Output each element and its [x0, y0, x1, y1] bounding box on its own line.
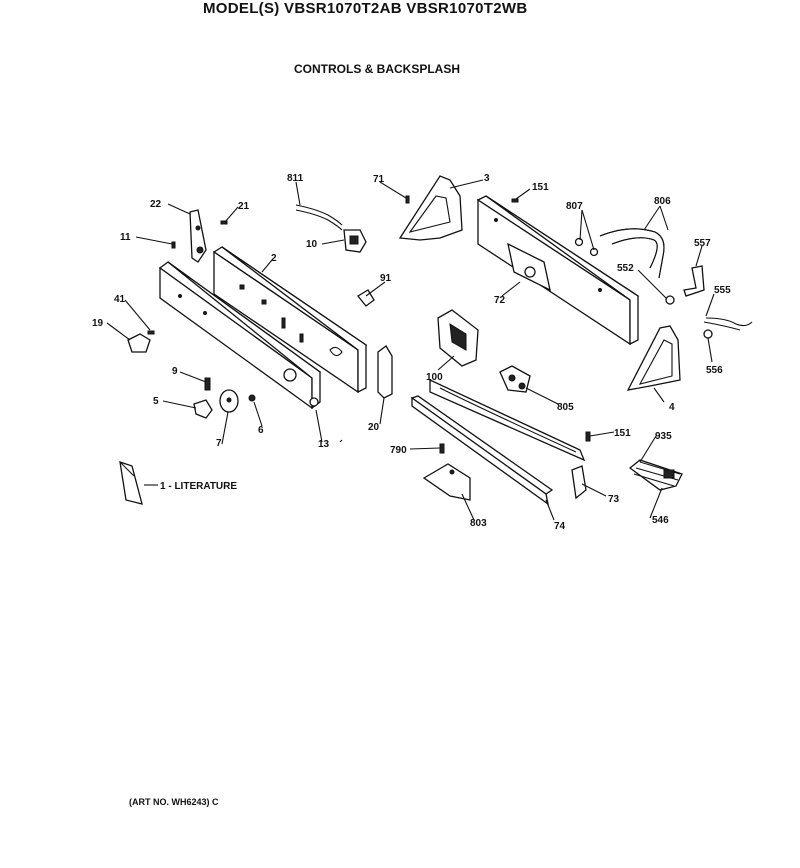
grommet-807: [574, 237, 584, 247]
backsplash-front-panel: [158, 261, 322, 410]
label-13: 13: [318, 439, 330, 450]
label-555: 555: [714, 285, 731, 296]
label-72: 72: [494, 295, 506, 306]
end-cap-4: [626, 325, 681, 391]
label-2: 2: [271, 253, 277, 264]
rear-panel-72: [476, 195, 640, 346]
label-5: 5: [153, 396, 159, 407]
label-11: 11: [120, 232, 131, 243]
label-3: 3: [484, 173, 490, 184]
label-73: 73: [608, 494, 620, 505]
screw-21: [220, 220, 228, 225]
page-subtitle: CONTROLS & BACKSPLASH: [294, 62, 461, 76]
lower-panel-74: [410, 378, 586, 506]
label-71: 71: [373, 174, 385, 185]
label-552: 552: [617, 263, 634, 274]
screw-790: [439, 443, 445, 454]
leader-lines: [106, 179, 715, 521]
label-41: 41: [114, 294, 126, 305]
label-151-upper: 151: [532, 182, 549, 193]
harness-935: [628, 459, 683, 491]
support-20: [377, 345, 393, 399]
label-557: 557: [694, 238, 711, 249]
label-20: 20: [368, 422, 380, 433]
art-number: (ART NO. WH6243) C: [129, 797, 219, 807]
dial-7: [219, 389, 239, 413]
spring-9: [204, 377, 211, 391]
wire-555: [705, 317, 753, 327]
nut-6: [248, 394, 256, 402]
control-panel: [212, 246, 368, 394]
label-91: 91: [380, 273, 392, 284]
label-805: 805: [557, 402, 574, 413]
bracket-22: [189, 209, 207, 263]
label-546: 546: [652, 515, 669, 526]
bracket-557: [683, 265, 705, 297]
label-100: 100: [426, 372, 443, 383]
label-19: 19: [92, 318, 104, 329]
label-literature: 1 - LITERATURE: [160, 481, 237, 492]
switch-10: [343, 229, 367, 253]
clip-41: [147, 330, 155, 335]
literature-envelope: [119, 461, 143, 505]
label-22: 22: [150, 199, 162, 210]
label-803: 803: [470, 518, 487, 529]
screw-151-lower: [585, 431, 591, 442]
end-cap-3: [398, 175, 463, 241]
label-21: 21: [238, 201, 250, 212]
label-151-lower: 151: [614, 428, 631, 439]
knob-19: [127, 333, 151, 353]
switch-805: [499, 365, 531, 393]
part-552: [665, 295, 675, 305]
clip-91: [357, 289, 375, 307]
label-556: 556: [706, 365, 723, 376]
hose-811: [295, 209, 343, 231]
label-806: 806: [654, 196, 671, 207]
label-10: 10: [306, 239, 318, 250]
timer-100: [437, 309, 479, 367]
screw-11: [171, 241, 176, 249]
fill-tube-806: [599, 228, 665, 279]
screw-71: [405, 195, 410, 204]
part-556: [703, 329, 713, 339]
label-935: 935: [655, 431, 672, 442]
label-9: 9: [172, 366, 178, 377]
label-7: 7: [216, 438, 222, 449]
label-6: 6: [258, 425, 264, 436]
page-title: MODEL(S) VBSR1070T2AB VBSR1070T2WB: [203, 0, 528, 17]
screw-151-upper: [511, 198, 519, 203]
label-807: 807: [566, 201, 583, 212]
label-811: 811: [287, 173, 304, 184]
label-74: 74: [554, 521, 566, 532]
bracket-73: [571, 465, 587, 500]
bracket-803: [422, 463, 471, 501]
label-790: 790: [390, 445, 407, 456]
label-4: 4: [669, 402, 675, 413]
knob-5: [193, 399, 213, 419]
